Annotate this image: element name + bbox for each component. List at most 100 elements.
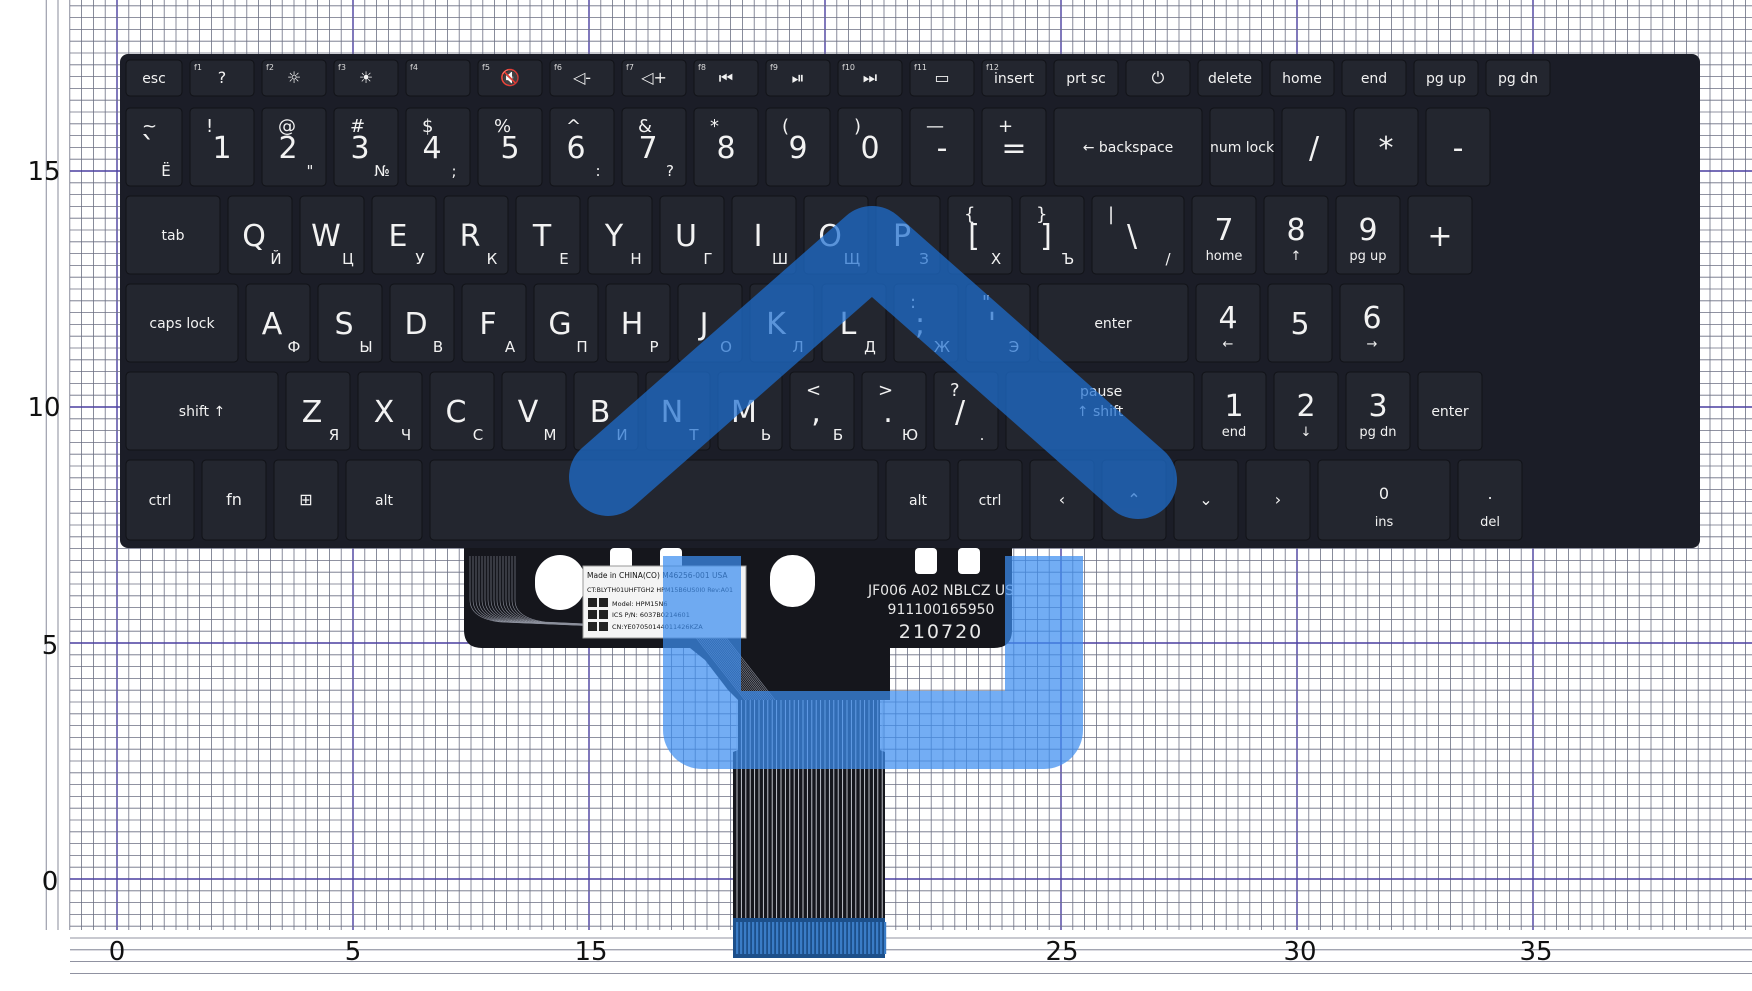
key-0-9[interactable]: ⏯f9 (765, 59, 831, 97)
key-1-15[interactable]: / (1281, 107, 1347, 187)
key-4-13[interactable]: 2↓ (1273, 371, 1339, 451)
keycap (587, 195, 653, 275)
key-1-2[interactable]: 2@" (261, 107, 327, 187)
key-3-14[interactable]: 5 (1267, 283, 1333, 363)
key-sub-label: ↑ (1291, 249, 1302, 264)
key-2-5[interactable]: TЕ (515, 195, 581, 275)
key-1-8[interactable]: 8* (693, 107, 759, 187)
key-5-1[interactable]: fn (201, 459, 267, 541)
key-2-3[interactable]: EУ (371, 195, 437, 275)
key-4-8[interactable]: ,<Б (789, 371, 855, 451)
key-label: ? (218, 68, 227, 87)
key-0-11[interactable]: ▭f11 (909, 59, 975, 97)
key-0-15[interactable]: delete (1197, 59, 1263, 97)
key-1-16[interactable]: * (1353, 107, 1419, 187)
key-3-0[interactable]: caps lock (125, 283, 239, 363)
key-2-17[interactable]: + (1407, 195, 1473, 275)
key-1-11[interactable]: -— (909, 107, 975, 187)
key-0-4[interactable]: f4 (405, 59, 471, 97)
key-5-12[interactable]: .del (1457, 459, 1523, 541)
key-0-5[interactable]: 🔇f5 (477, 59, 543, 97)
key-1-12[interactable]: =+ (981, 107, 1047, 187)
key-2-4[interactable]: RК (443, 195, 509, 275)
key-0-10[interactable]: ⏭f10 (837, 59, 903, 97)
key-2-11[interactable]: [{Х (947, 195, 1013, 275)
key-top-label: * (710, 116, 719, 137)
key-0-16[interactable]: home (1269, 59, 1335, 97)
key-2-15[interactable]: 8↑ (1263, 195, 1329, 275)
key-0-8[interactable]: ⏮f8 (693, 59, 759, 97)
key-1-7[interactable]: 7&? (621, 107, 687, 187)
key-4-2[interactable]: XЧ (357, 371, 423, 451)
key-5-7[interactable]: ‹ (1029, 459, 1095, 541)
key-4-14[interactable]: 3pg dn (1345, 371, 1411, 451)
key-1-1[interactable]: 1! (189, 107, 255, 187)
key-2-16[interactable]: 9pg up (1335, 195, 1401, 275)
key-3-1[interactable]: AФ (245, 283, 311, 363)
key-3-3[interactable]: DВ (389, 283, 455, 363)
key-3-4[interactable]: FА (461, 283, 527, 363)
key-0-18[interactable]: pg up (1413, 59, 1479, 97)
key-0-17[interactable]: end (1341, 59, 1407, 97)
key-0-2[interactable]: ☼f2 (261, 59, 327, 97)
key-5-0[interactable]: ctrl (125, 459, 195, 541)
key-0-13[interactable]: prt sc (1053, 59, 1119, 97)
key-1-13[interactable]: ← backspace (1053, 107, 1203, 187)
key-1-3[interactable]: 3#№ (333, 107, 399, 187)
key-1-14[interactable]: num lock (1209, 107, 1275, 187)
key-4-15[interactable]: enter (1417, 371, 1483, 451)
key-5-10[interactable]: › (1245, 459, 1311, 541)
key-2-6[interactable]: YН (587, 195, 653, 275)
keycap (605, 283, 671, 363)
keycap (125, 195, 221, 275)
key-cyrillic-label: Ю (902, 426, 918, 444)
key-1-6[interactable]: 6^: (549, 107, 615, 187)
key-1-4[interactable]: 4$; (405, 107, 471, 187)
key-4-0[interactable]: shift ↑ (125, 371, 279, 451)
key-4-4[interactable]: VМ (501, 371, 567, 451)
key-0-6[interactable]: ◁-f6 (549, 59, 615, 97)
label-line: Model: HPM15N6 (612, 600, 667, 608)
keycap (1317, 459, 1451, 541)
key-4-3[interactable]: CС (429, 371, 495, 451)
key-1-0[interactable]: `~Ё (125, 107, 183, 187)
key-5-2[interactable]: ⊞ (273, 459, 339, 541)
key-label: 2 (278, 131, 297, 166)
key-3-6[interactable]: HР (605, 283, 671, 363)
key-0-0[interactable]: esc (125, 59, 183, 97)
key-0-3[interactable]: ☀f3 (333, 59, 399, 97)
key-5-3[interactable]: alt (345, 459, 423, 541)
key-2-12[interactable]: ]}Ъ (1019, 195, 1085, 275)
key-0-7[interactable]: ◁+f7 (621, 59, 687, 97)
key-3-13[interactable]: 4← (1195, 283, 1261, 363)
key-2-1[interactable]: QЙ (227, 195, 293, 275)
key-3-5[interactable]: GП (533, 283, 599, 363)
key-2-2[interactable]: WЦ (299, 195, 365, 275)
key-4-1[interactable]: ZЯ (285, 371, 351, 451)
key-1-10[interactable]: 0) (837, 107, 903, 187)
key-2-13[interactable]: \|/ (1091, 195, 1185, 275)
key-top-label: & (638, 116, 652, 137)
key-5-9[interactable]: ⌄ (1173, 459, 1239, 541)
key-5-5[interactable]: alt (885, 459, 951, 541)
key-0-1[interactable]: ?f1 (189, 59, 255, 97)
key-2-7[interactable]: UГ (659, 195, 725, 275)
key-0-14[interactable]: ⏻ (1125, 59, 1191, 97)
keycap (429, 371, 495, 451)
key-2-8[interactable]: IШ (731, 195, 797, 275)
key-1-17[interactable]: - (1425, 107, 1491, 187)
key-2-0[interactable]: tab (125, 195, 221, 275)
key-0-19[interactable]: pg dn (1485, 59, 1551, 97)
key-1-9[interactable]: 9( (765, 107, 831, 187)
key-3-12[interactable]: enter (1037, 283, 1189, 363)
key-4-9[interactable]: .>Ю (861, 371, 927, 451)
key-1-5[interactable]: 5% (477, 107, 543, 187)
key-3-2[interactable]: SЫ (317, 283, 383, 363)
key-5-6[interactable]: ctrl (957, 459, 1023, 541)
key-3-15[interactable]: 6→ (1339, 283, 1405, 363)
qr-code (599, 622, 608, 631)
